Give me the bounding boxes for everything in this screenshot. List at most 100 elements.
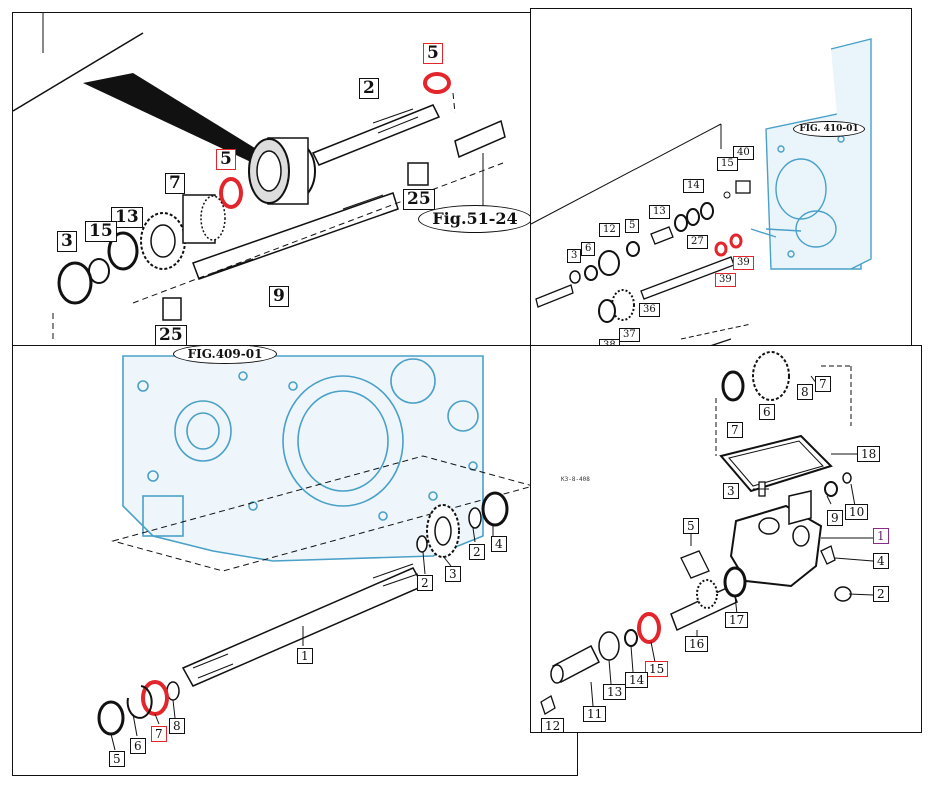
gasket-18 xyxy=(719,434,833,493)
figure-ref-51-24: Fig.51-24 xyxy=(418,205,532,233)
bearing-13 xyxy=(107,231,139,271)
gearbox-housing xyxy=(122,355,484,562)
callout-25-top: 25 xyxy=(403,189,435,210)
callout-11: 11 xyxy=(583,706,607,722)
callout-7-lower: 7 xyxy=(727,422,743,438)
bearing-4 xyxy=(481,491,509,527)
ring-6 xyxy=(584,265,598,281)
exploded-view-bottom-left xyxy=(97,355,535,751)
transmission-housing xyxy=(750,38,872,270)
callout-12: 12 xyxy=(599,223,620,237)
stub-shaft xyxy=(535,284,574,308)
sleeve-25-top xyxy=(407,162,429,186)
bearing-set-14 xyxy=(700,202,714,220)
callout-2-upper: 2 xyxy=(469,544,485,560)
callout-4: 4 xyxy=(873,553,889,569)
callout-27: 27 xyxy=(687,235,708,249)
sleeve-13 xyxy=(650,226,674,245)
callout-17: 17 xyxy=(725,612,749,628)
callout-14: 14 xyxy=(683,179,704,193)
shaft-2 xyxy=(311,104,441,166)
ring-2-lower xyxy=(416,535,428,553)
callout-5-top: 5 xyxy=(423,43,443,64)
housing-1 xyxy=(729,490,823,588)
leader-wedge xyxy=(83,73,263,163)
sleeve-25-bottom xyxy=(162,297,182,321)
plug-2 xyxy=(834,586,852,602)
callout-4: 4 xyxy=(491,536,507,552)
exploded-view-top-right xyxy=(531,38,872,350)
callout-8: 8 xyxy=(797,384,813,400)
callout-5: 5 xyxy=(683,518,699,534)
bearing-3 xyxy=(57,261,93,305)
washer-9 xyxy=(824,481,838,497)
callout-1: 1 xyxy=(873,528,889,544)
shaft-1 xyxy=(181,563,425,687)
exploded-view-bottom-right xyxy=(540,351,874,715)
callout-5: 5 xyxy=(109,751,125,767)
sleeve-5 xyxy=(680,550,710,579)
callout-15: 15 xyxy=(85,221,117,242)
hub-assembly xyxy=(248,137,316,205)
page-code: K3-8-408 xyxy=(561,476,590,483)
callout-40: 40 xyxy=(733,146,754,160)
callout-16: 16 xyxy=(685,636,709,652)
callout-7: 7 xyxy=(165,173,185,194)
callout-2: 2 xyxy=(359,78,379,99)
ring-3 xyxy=(569,270,581,284)
callout-7: 7 xyxy=(151,726,167,742)
snap-ring-6 xyxy=(126,685,153,719)
callout-9: 9 xyxy=(269,286,289,307)
pin-15 xyxy=(723,191,731,199)
seal-15 xyxy=(637,612,661,644)
sleeve-40 xyxy=(735,180,751,194)
bearing-38 xyxy=(598,299,616,323)
callout-15: 15 xyxy=(717,157,738,171)
callout-15: 15 xyxy=(645,661,669,677)
callout-18: 18 xyxy=(857,446,881,462)
callout-3: 3 xyxy=(723,483,739,499)
bearing-17 xyxy=(723,566,747,598)
exploded-view-top-left xyxy=(13,13,506,343)
bolt-4 xyxy=(820,545,836,565)
ring-14 xyxy=(624,629,638,647)
figure-ref-409-01: FIG.409-01 xyxy=(173,346,277,364)
callout-3: 3 xyxy=(567,249,582,263)
sheet-bottom-right: K3-8-408 8 7 6 7 18 10 3 9 1 5 4 2 16 17… xyxy=(530,345,922,733)
figure-ref-410-01: FIG. 410-01 xyxy=(793,121,865,137)
callout-25-bottom: 25 xyxy=(155,325,187,346)
callout-6: 6 xyxy=(130,738,146,754)
callout-3: 3 xyxy=(57,231,77,252)
gear-12 xyxy=(598,250,620,276)
washer-10 xyxy=(842,472,852,484)
callout-6: 6 xyxy=(759,404,775,420)
gear-6 xyxy=(752,351,790,401)
sheet-top-right: FIG. 410-01 40 15 14 13 12 5 3 6 27 39 3… xyxy=(530,8,912,358)
callout-2-lower: 2 xyxy=(417,575,433,591)
callout-39-b: 39 xyxy=(733,256,754,270)
bearing-7-top xyxy=(721,370,745,402)
callout-9: 9 xyxy=(827,510,843,526)
callout-13: 13 xyxy=(649,205,670,219)
callout-39-a: 39 xyxy=(715,273,736,287)
callout-13: 13 xyxy=(603,684,627,700)
callout-8: 8 xyxy=(169,718,185,734)
seal-7 xyxy=(141,680,169,716)
callout-36: 36 xyxy=(639,303,660,317)
callout-6: 6 xyxy=(581,242,596,256)
callout-10: 10 xyxy=(845,504,869,520)
callout-12: 12 xyxy=(541,718,565,732)
callout-2: 2 xyxy=(873,586,889,602)
callout-14: 14 xyxy=(625,672,649,688)
bearing-5-mid xyxy=(219,177,243,209)
callout-3: 3 xyxy=(445,566,461,582)
ring-39-b xyxy=(729,233,743,249)
ring-5 xyxy=(626,241,640,257)
callout-5-mid: 5 xyxy=(216,149,236,170)
washer-13 xyxy=(598,631,620,661)
callout-37: 37 xyxy=(619,328,640,342)
bearing-5-top xyxy=(423,72,451,94)
sheet-bottom-left: FIG.409-01 4 2 2 3 1 7 8 6 5 xyxy=(12,345,578,776)
callout-13: 13 xyxy=(111,207,143,228)
bolt-12 xyxy=(540,695,556,715)
